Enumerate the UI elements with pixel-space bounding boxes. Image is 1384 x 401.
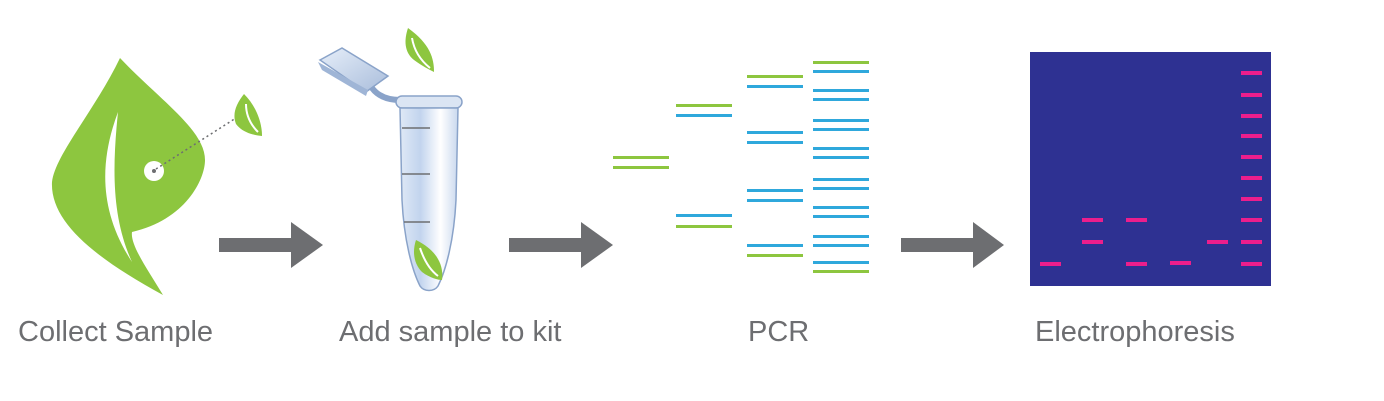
arrow-right-icon — [901, 222, 1004, 268]
dna-strand-icon — [813, 206, 869, 218]
leaf-vein — [105, 112, 132, 262]
dna-strand-icon — [813, 147, 869, 159]
pcr-illustration — [613, 61, 869, 273]
dna-strand-icon — [813, 89, 869, 101]
dna-strand-icon — [813, 61, 869, 73]
gel-band — [1082, 240, 1103, 244]
ladder-band — [1241, 114, 1262, 118]
gel-band — [1170, 261, 1191, 265]
ladder-band — [1241, 218, 1262, 222]
collect-sample-illustration — [51, 58, 262, 295]
dna-strand-icon — [676, 214, 732, 228]
dna-strand-icon — [676, 104, 732, 117]
gel-icon — [1030, 52, 1271, 286]
ladder-band — [1241, 176, 1262, 180]
gel-band — [1082, 218, 1103, 222]
ladder-band — [1241, 197, 1262, 201]
ladder-band — [1241, 155, 1262, 159]
microtube-illustration — [318, 28, 463, 292]
gel-background — [1030, 52, 1271, 286]
step-label-collect-sample: Collect Sample — [18, 316, 214, 348]
gel-band — [1126, 262, 1147, 266]
dna-strand-icon — [813, 235, 869, 247]
hole-dot — [152, 169, 156, 173]
ladder-band — [1241, 240, 1262, 244]
arrow-right-icon — [509, 222, 613, 268]
ladder-band — [1241, 262, 1262, 266]
falling-leaf-icon — [405, 28, 434, 72]
leaf-in-tube-icon — [414, 240, 443, 280]
gel-band — [1207, 240, 1228, 244]
arrow-right-icon — [219, 222, 323, 268]
dna-strand-icon — [747, 75, 803, 88]
gel-band — [1126, 218, 1147, 222]
dna-strand-icon — [747, 131, 803, 144]
step-label-pcr: PCR — [748, 316, 810, 348]
step-label-add-sample: Add sample to kit — [339, 316, 562, 348]
dna-strand-icon — [813, 119, 869, 131]
gel-band — [1040, 262, 1061, 266]
step-label-electrophoresis: Electrophoresis — [1035, 316, 1235, 348]
small-leaf-vein — [245, 103, 259, 133]
ladder-band — [1241, 134, 1262, 138]
dna-strand-icon — [747, 244, 803, 257]
tube-cap — [318, 47, 401, 103]
dna-strand-icon — [613, 156, 669, 169]
dna-strand-icon — [747, 189, 803, 202]
ladder-band — [1241, 93, 1262, 97]
dna-strand-icon — [813, 261, 869, 273]
ladder-band — [1241, 71, 1262, 75]
dna-strand-icon — [813, 178, 869, 190]
tube-body — [399, 107, 459, 292]
sample-dotted-line — [155, 117, 237, 170]
leaf-icon — [51, 58, 205, 295]
tube-rim — [395, 95, 463, 109]
